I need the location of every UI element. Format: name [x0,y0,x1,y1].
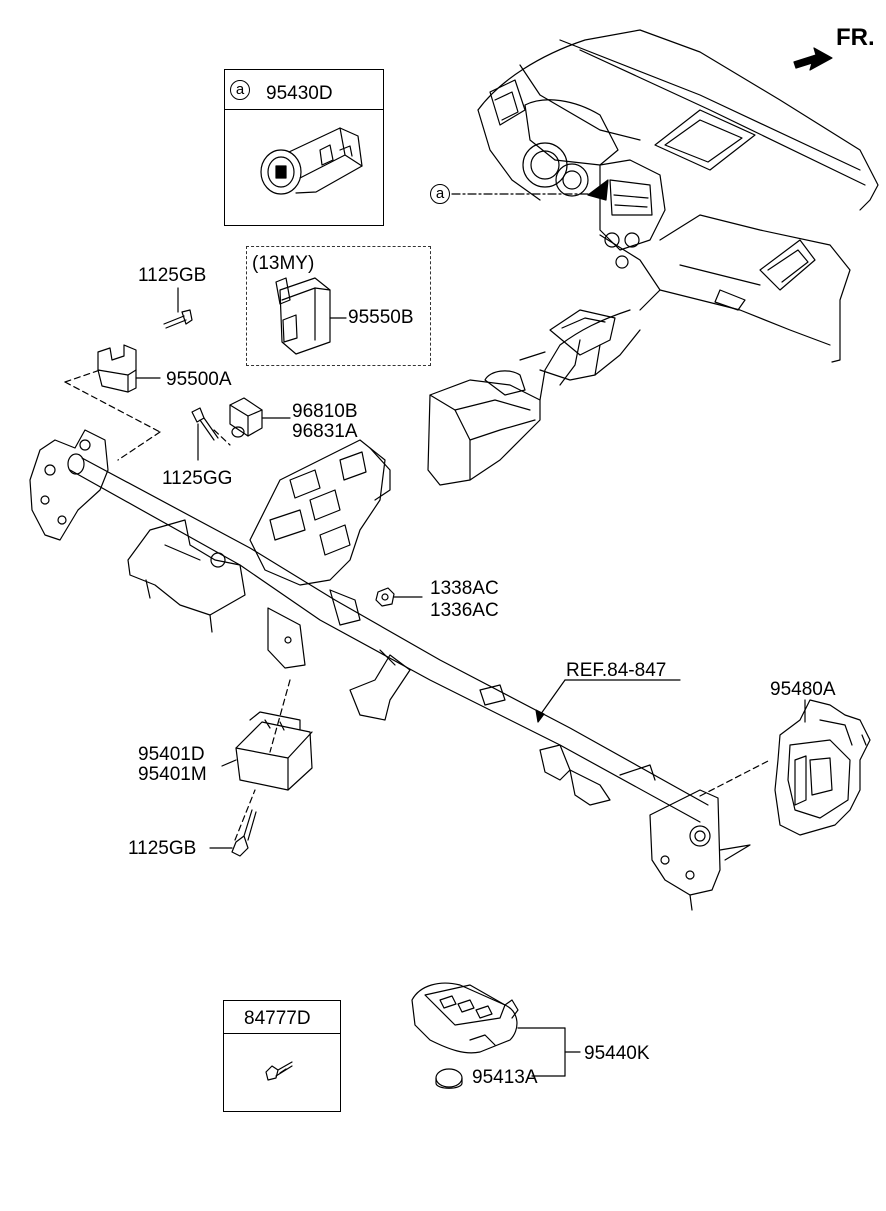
dashboard-illustration [427,29,879,486]
label-front-direction: FR. [836,24,875,51]
bracket-95500a-illustration [97,344,161,393]
label-13my: (13MY) [252,253,315,274]
label-1125gb-bottom: 1125GB [128,838,197,859]
bolt-1125gb-bottom-illustration [209,809,257,857]
front-arrow-icon [793,47,833,71]
bolt-1125gb-top-illustration [163,287,193,329]
callout-a-marker-dashboard: a [430,184,450,204]
label-1338ac: 1338AC [430,578,499,599]
box-95430d [224,69,384,226]
box-84777d [223,1000,341,1112]
dashed-leaders [64,369,771,841]
label-96810b: 96810B [292,401,358,422]
start-switch-illustration [260,127,363,195]
box-13my [246,246,431,366]
label-95550b: 95550B [348,307,414,328]
label-95401d: 95401D [138,744,205,765]
label-95440k: 95440K [584,1043,650,1064]
label-95413a: 95413A [472,1067,538,1088]
battery-95413a-illustration [435,1068,463,1089]
label-ref-84-847: REF.84-847 [566,660,667,681]
label-95480a: 95480A [770,679,836,700]
label-95430d: 95430D [266,83,333,104]
box-95430d-header-divider [224,109,384,110]
ref-leader [535,679,681,723]
module-95401d-illustration [221,711,313,791]
label-1125gg: 1125GG [162,468,233,489]
label-96831a: 96831A [292,421,358,442]
screw-84777d-illustration [265,1061,293,1081]
label-95401m: 95401M [138,764,207,785]
label-1125gb-top: 1125GB [138,265,207,286]
label-1336ac: 1336AC [430,600,499,621]
module-95550b-illustration [275,277,347,355]
cowl-crossbar-illustration [29,429,751,911]
label-84777d: 84777D [244,1008,311,1029]
box-84777d-header-divider [223,1033,341,1034]
label-95500a: 95500A [166,369,232,390]
smart-key-illustration [411,982,581,1077]
module-95480a-illustration [774,699,871,836]
callout-a-marker-box: a [230,80,250,100]
sensor-96810b-illustration [191,397,291,461]
